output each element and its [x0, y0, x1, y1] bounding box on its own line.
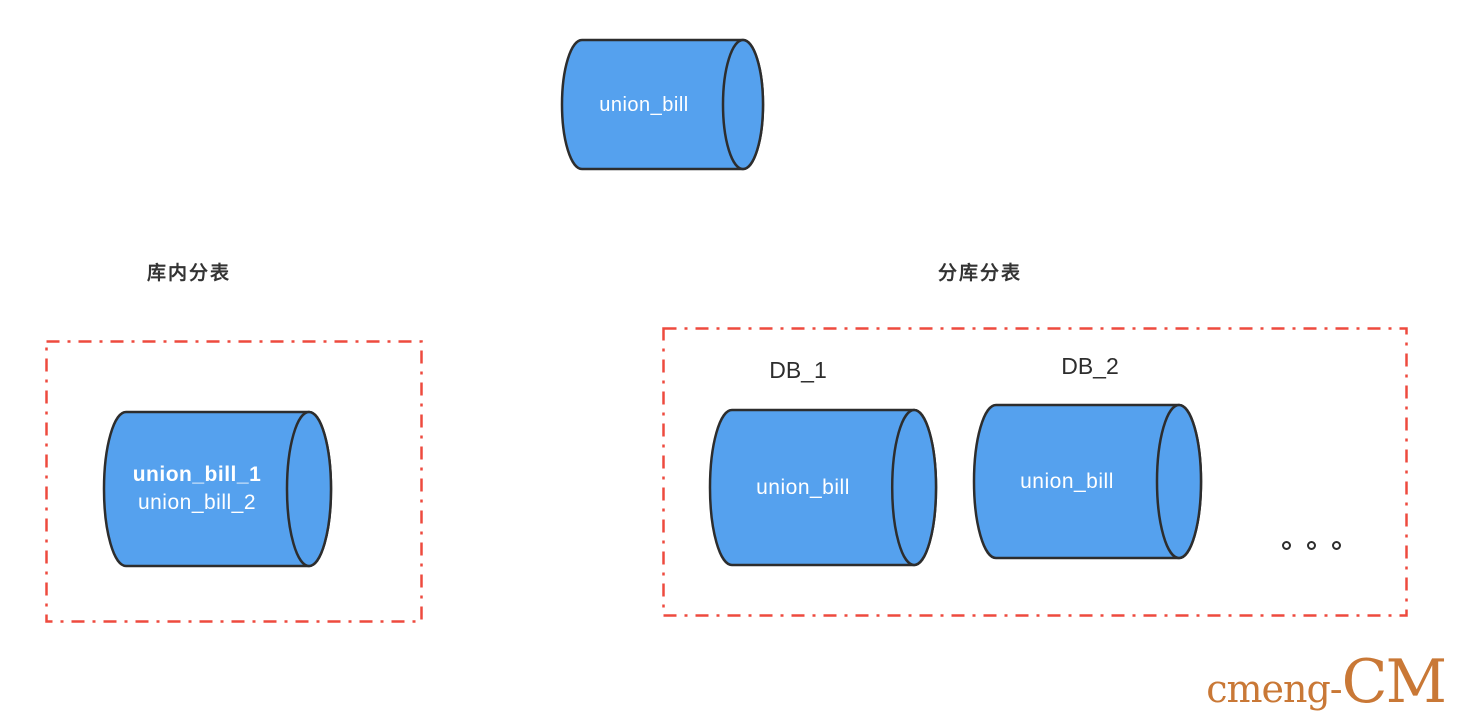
- database-cylinder-icon: [708, 408, 938, 567]
- dot-icon: [1282, 541, 1291, 550]
- dot-icon: [1332, 541, 1341, 550]
- db2-name: DB_2: [1061, 353, 1119, 379]
- right-shard-boundary: [662, 327, 1408, 622]
- database-cylinder-icon: [972, 403, 1203, 560]
- cylinder-db2: union_bill: [972, 403, 1205, 560]
- database-cylinder-icon: [102, 410, 333, 568]
- dashed-box: [45, 340, 423, 623]
- left-section-title: 库内分表: [147, 263, 232, 284]
- watermark: cmeng-CM: [1206, 647, 1447, 717]
- db1-name: DB_1: [769, 357, 827, 383]
- database-cylinder-icon: [560, 38, 765, 171]
- left-shard-boundary: [45, 340, 423, 628]
- right-section-title: 分库分表: [938, 263, 1023, 284]
- cylinder-union-bill-shards: union_bill_1 union_bill_2: [102, 410, 335, 568]
- watermark-prefix: cmeng-: [1206, 667, 1342, 711]
- dashed-box: [662, 327, 1408, 617]
- cylinder-union-bill: union_bill: [560, 38, 765, 171]
- cylinder-db1: union_bill: [708, 408, 940, 567]
- watermark-suffix: CM: [1341, 647, 1447, 717]
- dot-icon: [1307, 541, 1316, 550]
- more-databases-dots: [1282, 541, 1341, 550]
